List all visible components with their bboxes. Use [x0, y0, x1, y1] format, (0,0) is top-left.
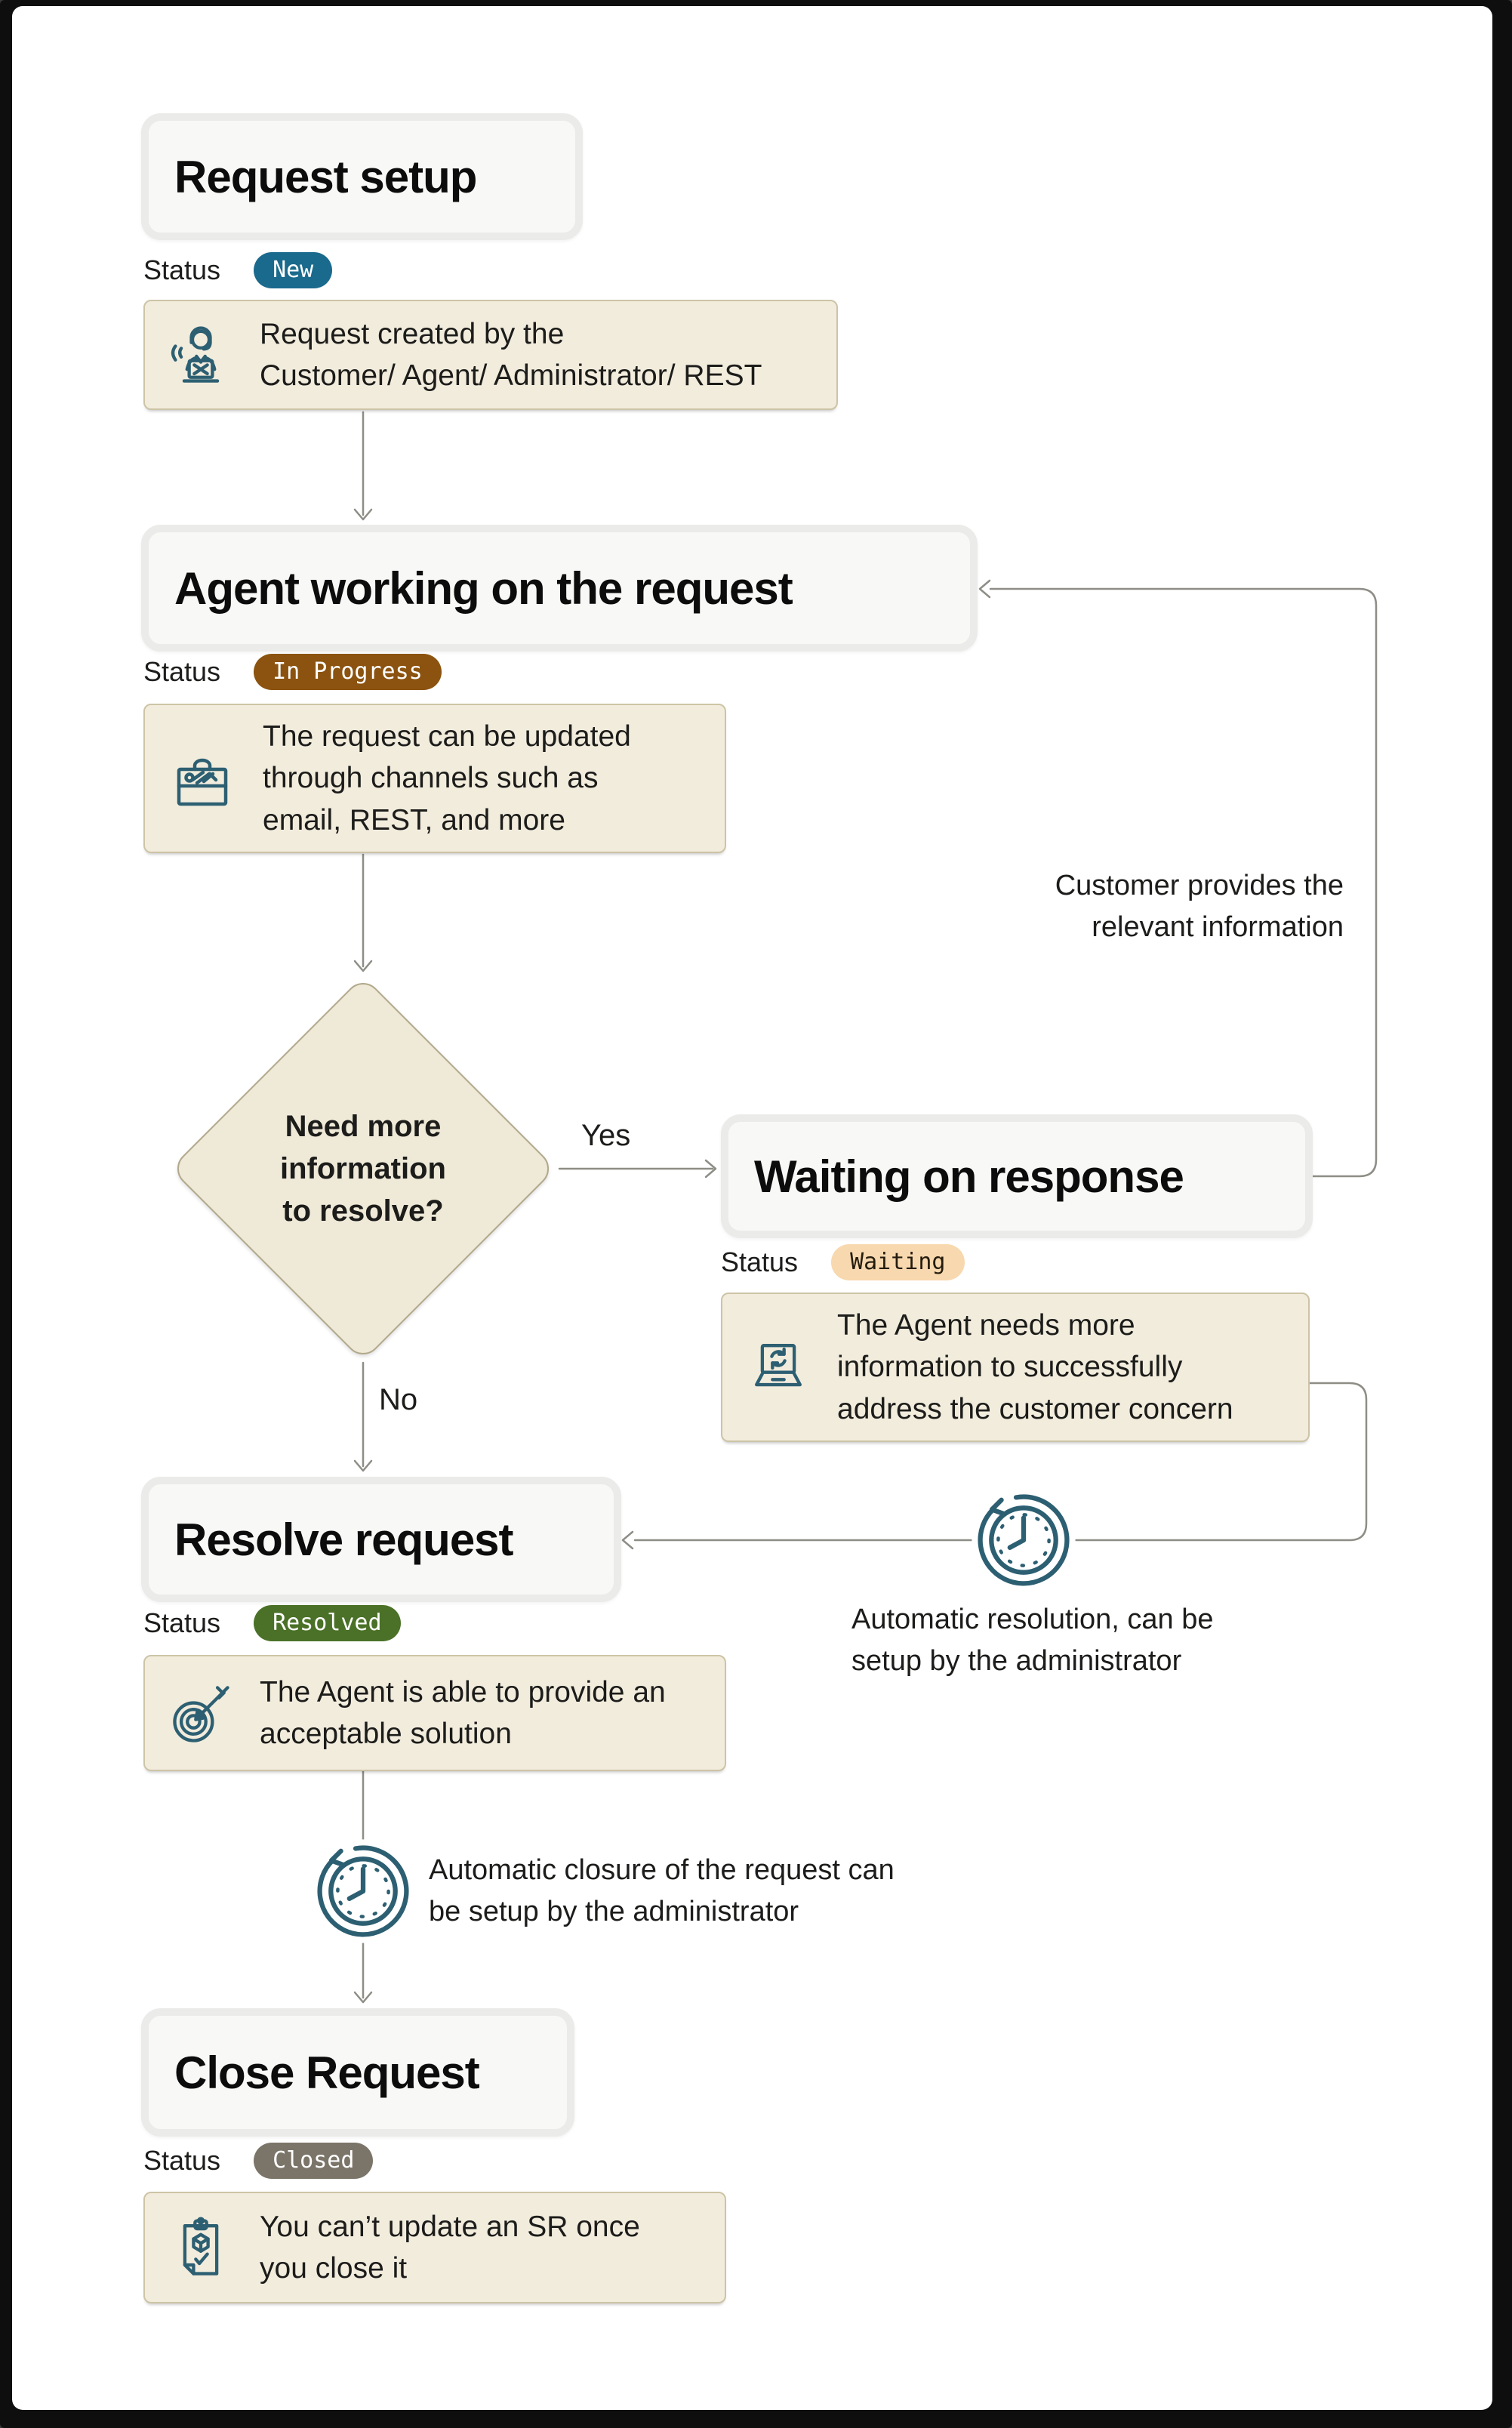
- note-box-request-setup: Request created by the Customer/ Agent/ …: [143, 300, 838, 410]
- yes-label: Yes: [581, 1119, 631, 1152]
- note-text: Request created by the Customer/ Agent/ …: [260, 317, 762, 392]
- decision-question: Need more information to resolve?: [280, 1110, 446, 1228]
- flowchart-content: Request setup Status New: [12, 6, 1492, 2410]
- target-dart-icon: [165, 1677, 237, 1749]
- history-clock-icon: [971, 1487, 1076, 1593]
- status-row-agent-working: Status In Progress: [143, 652, 442, 692]
- agent-headset-icon: [165, 319, 237, 391]
- node-title: Agent working on the request: [174, 562, 793, 614]
- auto-closure-note: Automatic closure of the request can be …: [429, 1854, 895, 1927]
- status-label: Status: [143, 254, 221, 285]
- status-row-waiting: Status Waiting: [721, 1243, 965, 1282]
- canvas: Request setup Status New: [12, 6, 1492, 2410]
- status-label: Status: [721, 1246, 799, 1277]
- note-text: The Agent is able to provide an acceptab…: [260, 1675, 666, 1750]
- note-text: The Agent needs more information to succ…: [837, 1308, 1233, 1425]
- node-title: Request setup: [174, 151, 477, 202]
- status-badge-closed: Closed: [254, 2143, 374, 2179]
- status-label: Status: [143, 2145, 221, 2176]
- node-request-setup: Request setup: [141, 113, 583, 240]
- customer-provides-note: Customer provides the relevant informati…: [1055, 870, 1344, 943]
- note-box-close: You can’t update an SR once you close it: [143, 2192, 726, 2303]
- node-title: Close Request: [174, 2047, 480, 2098]
- arrow-yes: [704, 1159, 717, 1179]
- status-badge-new: New: [254, 252, 333, 288]
- auto-resolution-note: Automatic resolution, can be setup by th…: [851, 1604, 1214, 1677]
- note-box-agent-working: The request can be updated through chann…: [143, 704, 726, 853]
- clipboard-check-icon: [165, 2211, 237, 2284]
- arrow-setup-to-agent: [353, 508, 373, 521]
- arrow-auto-resolution: [621, 1530, 634, 1550]
- arrow-resolve-to-close: [353, 1991, 373, 2004]
- status-row-request-setup: Status New: [143, 251, 333, 290]
- note-box-waiting: The Agent needs more information to succ…: [721, 1293, 1310, 1442]
- status-label: Status: [143, 1607, 221, 1638]
- node-close: Close Request: [141, 2008, 574, 2137]
- status-badge-waiting: Waiting: [831, 1244, 965, 1280]
- status-badge-resolved: Resolved: [254, 1605, 401, 1641]
- note-text: You can’t update an SR once you close it: [260, 2210, 640, 2285]
- node-waiting: Waiting on response: [721, 1114, 1313, 1238]
- node-resolve: Resolve request: [141, 1477, 621, 1602]
- status-row-close: Status Closed: [143, 2141, 374, 2180]
- status-badge-in-progress: In Progress: [254, 654, 442, 690]
- note-text: The request can be updated through chann…: [263, 719, 631, 837]
- arrow-customer-feedback: [978, 579, 991, 599]
- status-row-resolve: Status Resolved: [143, 1604, 401, 1643]
- laptop-sync-icon: [742, 1331, 815, 1403]
- arrow-no: [353, 1459, 373, 1472]
- node-title: Waiting on response: [754, 1151, 1184, 1202]
- arrow-agent-to-decision: [353, 960, 373, 972]
- no-label: No: [379, 1383, 418, 1416]
- decision-diamond: Need more information to resolve?: [170, 975, 556, 1362]
- toolbox-icon: [165, 741, 240, 816]
- node-title: Resolve request: [174, 1514, 514, 1565]
- status-label: Status: [143, 656, 221, 687]
- history-clock-icon: [310, 1838, 416, 1944]
- note-box-resolve: The Agent is able to provide an acceptab…: [143, 1655, 726, 1771]
- node-agent-working: Agent working on the request: [141, 525, 978, 652]
